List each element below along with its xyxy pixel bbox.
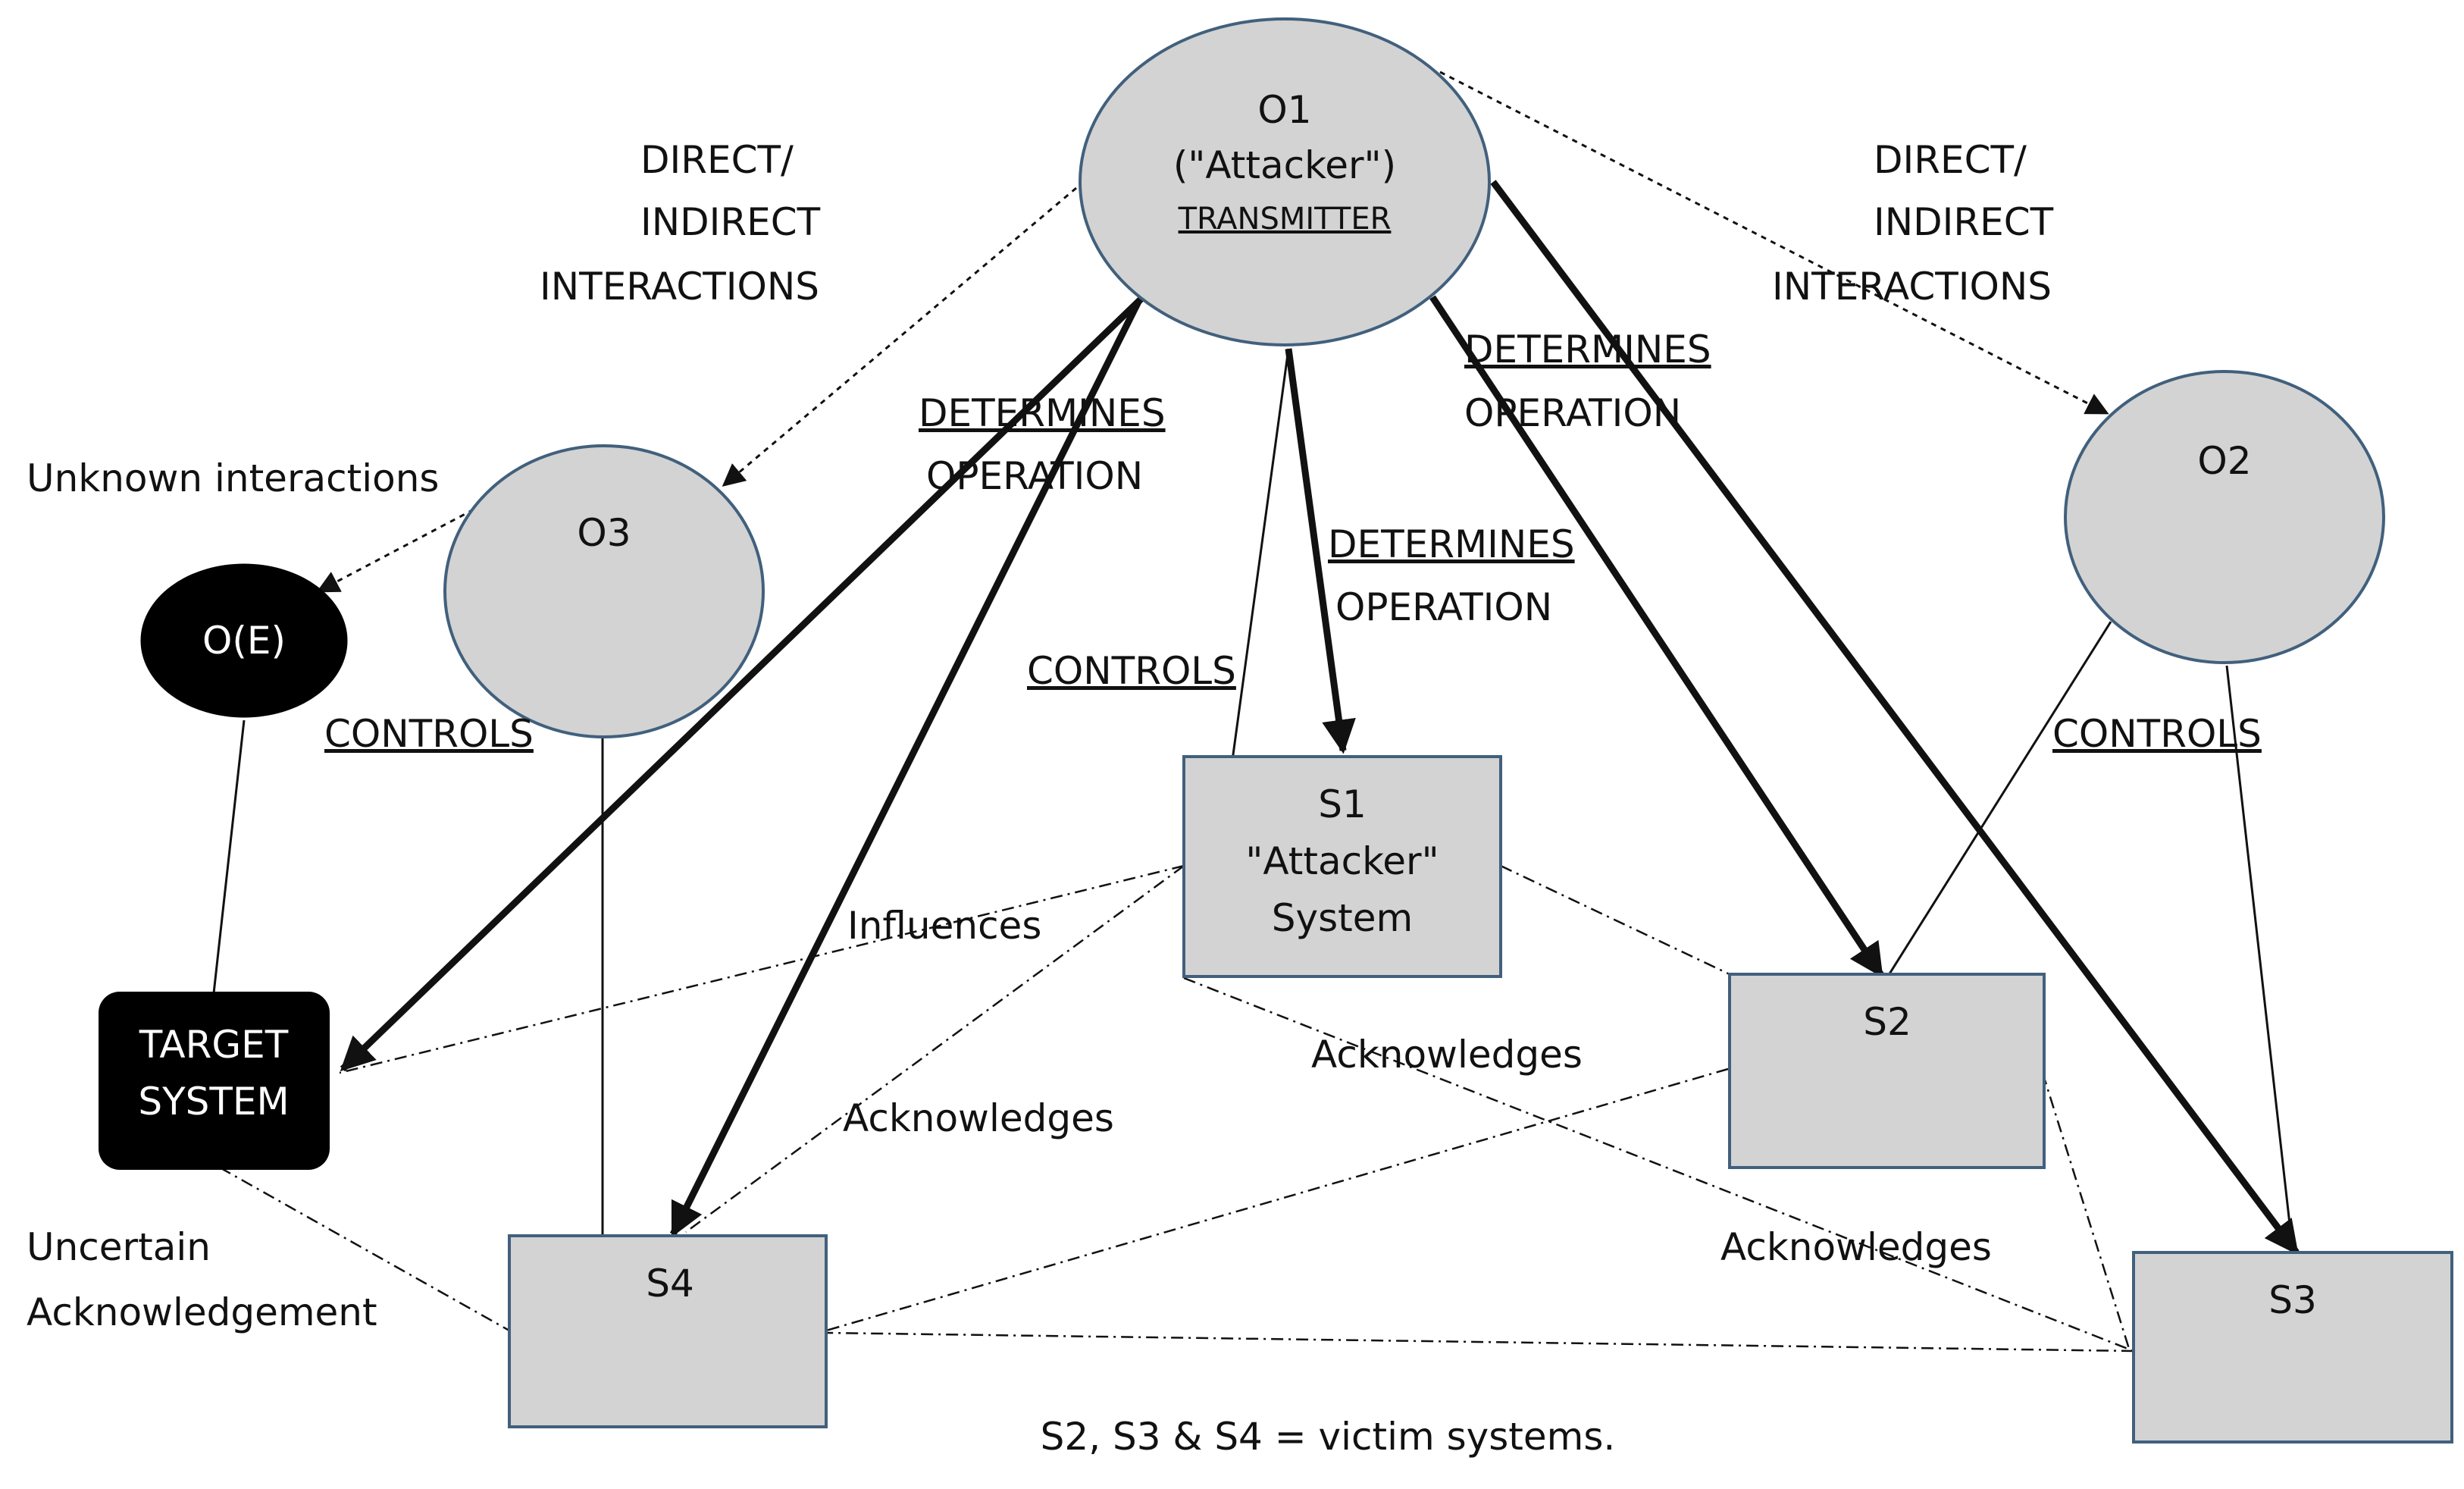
node-s1-shape — [1182, 755, 1502, 978]
edge-s1-s4-acknowledges — [685, 864, 1185, 1234]
node-o1-sublabel: ("Attacker") — [1173, 143, 1396, 187]
node-s1-system: System — [1272, 896, 1413, 940]
caption: S2, S3 & S4 = victim systems. — [1041, 1415, 1616, 1459]
node-o2-shape — [2064, 370, 2385, 664]
edge-target-s4-uncertain — [219, 1166, 510, 1332]
node-s4[interactable]: S4 — [508, 1234, 828, 1428]
edge-o2-s3-controls — [2225, 665, 2294, 1252]
edge-o1-s3 — [1490, 180, 2300, 1255]
node-o1-shape — [1079, 17, 1491, 346]
node-o1-label: O1 — [1257, 88, 1311, 132]
label-interactions-left-2: INDIRECT — [640, 200, 821, 244]
nodes: O1 ("Attacker") TRANSMITTER O2 O3 O(E) T… — [99, 17, 2453, 1444]
label-influences: Influences — [847, 904, 1041, 948]
label-determines-left-2: OPERATION — [926, 454, 1143, 498]
node-s1-label: S1 — [1318, 782, 1367, 826]
label-controls-o1: CONTROLS — [1027, 649, 1236, 693]
node-o2[interactable]: O2 — [2064, 370, 2385, 664]
node-s2-shape — [1728, 973, 2046, 1169]
label-determines-center-1: DETERMINES — [1328, 522, 1575, 566]
edges — [212, 71, 2300, 1353]
edge-o1-o2-interaction — [1439, 71, 2109, 415]
label-determines-left-1: DETERMINES — [919, 391, 1166, 435]
edge-oe-target — [212, 719, 246, 994]
label-determines-right-2: OPERATION — [1464, 391, 1681, 435]
label-acknowledges-s3: Acknowledges — [1720, 1225, 1992, 1269]
node-oe[interactable]: O(E) — [140, 563, 348, 718]
node-s1-sublabel: "Attacker" — [1245, 839, 1439, 883]
node-o3-shape — [443, 444, 765, 738]
edge-s1-target-influences — [339, 864, 1185, 1074]
edge-o1-s1 — [1285, 348, 1356, 754]
label-interactions-left-1: DIRECT/ — [640, 138, 794, 182]
edge-o3-oe-unknown — [316, 508, 474, 593]
edge-o1-s4 — [669, 299, 1142, 1238]
node-oe-label: O(E) — [202, 619, 286, 663]
edge-s3-s4 — [825, 1331, 2134, 1353]
edge-s1-s3-acknowledges — [1183, 976, 2134, 1353]
edge-s1-s2 — [1500, 864, 1730, 976]
node-o2-label: O2 — [2197, 439, 2251, 483]
node-s3-shape — [2132, 1251, 2453, 1444]
node-o3[interactable]: O3 — [443, 444, 765, 738]
label-controls-o3: CONTROLS — [324, 712, 534, 756]
label-unknown-interactions: Unknown interactions — [27, 456, 439, 500]
label-uncertain-2: Acknowledgement — [27, 1290, 377, 1334]
edge-labels: DIRECT/ INDIRECT INTERACTIONS DIRECT/ IN… — [27, 138, 2262, 1334]
edge-o1-target — [340, 293, 1147, 1072]
node-s4-shape — [508, 1234, 828, 1428]
edge-o2-s2-controls — [1887, 621, 2112, 976]
edge-o1-o3-interaction — [722, 187, 1077, 487]
node-s1[interactable]: S1 "Attacker" System — [1182, 755, 1502, 978]
node-o1-role: TRANSMITTER — [1178, 202, 1392, 237]
edge-o1-s2 — [1429, 295, 1884, 978]
node-s2-label: S2 — [1863, 1000, 1911, 1044]
edge-s2-s3 — [2041, 1072, 2131, 1352]
label-controls-o2: CONTROLS — [2052, 712, 2262, 756]
node-s4-label: S4 — [646, 1262, 694, 1306]
node-s2[interactable]: S2 — [1728, 973, 2046, 1169]
node-target-system[interactable]: TARGET SYSTEM — [99, 992, 330, 1170]
label-interactions-right-1: DIRECT/ — [1874, 138, 2027, 182]
label-acknowledges-s1: Acknowledges — [1311, 1033, 1583, 1077]
label-determines-center-2: OPERATION — [1335, 585, 1552, 629]
node-o1[interactable]: O1 ("Attacker") TRANSMITTER — [1079, 17, 1491, 346]
label-uncertain-1: Uncertain — [27, 1225, 211, 1269]
edge-s2-s4 — [825, 1067, 1729, 1332]
edge-o1-s1-controls — [1230, 348, 1290, 766]
node-target-label-2: SYSTEM — [138, 1080, 289, 1124]
label-acknowledges-s4: Acknowledges — [843, 1096, 1114, 1140]
node-target-label-1: TARGET — [139, 1023, 289, 1067]
label-determines-right-1: DETERMINES — [1464, 328, 1711, 371]
node-o3-label: O3 — [577, 511, 631, 555]
label-interactions-right-3: INTERACTIONS — [1772, 265, 2052, 309]
label-interactions-right-2: INDIRECT — [1874, 200, 2054, 244]
label-interactions-left-3: INTERACTIONS — [540, 265, 819, 309]
node-oe-shape — [140, 563, 348, 718]
node-s3-label: S3 — [2268, 1278, 2317, 1322]
node-target-shape — [99, 992, 330, 1170]
node-s3[interactable]: S3 — [2132, 1251, 2453, 1444]
